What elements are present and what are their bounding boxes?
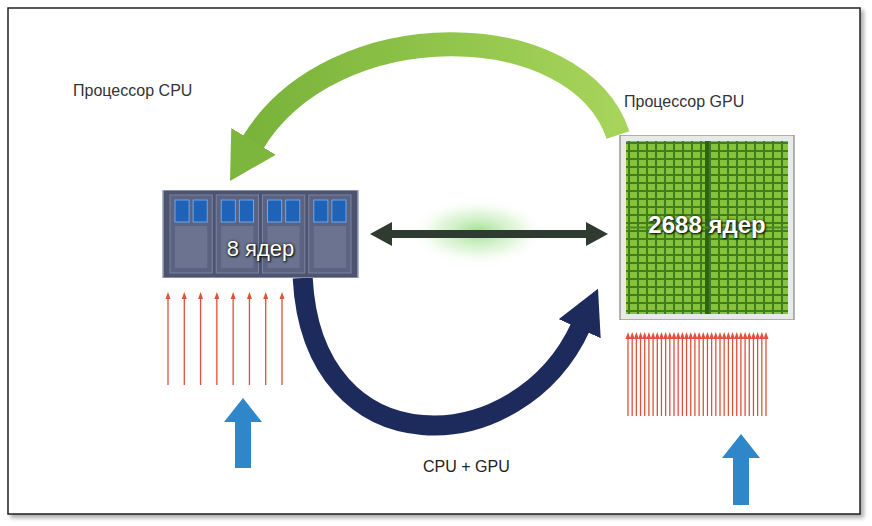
cpu-chip: Процессор CPU8 ядер [155,190,366,278]
caption-label: CPU + GPU [420,458,513,476]
cpu-threads [166,292,285,385]
processor-heading: Процессор CPU [73,82,192,100]
gpu-threads [626,332,769,416]
frame [8,8,860,514]
processor-heading: Процессор GPU [624,93,744,111]
input-arrow [722,434,760,505]
flow-arrow [303,278,581,425]
gpu-chip: Процессор GPU2688 ядер [612,135,802,320]
core-count: 2688 ядер [612,211,802,239]
core-count: 8 ядер [155,236,366,262]
input-arrow [224,398,262,468]
chip-drawing [155,190,366,278]
flow-arrow [392,230,586,238]
flow-arrow [252,44,618,144]
